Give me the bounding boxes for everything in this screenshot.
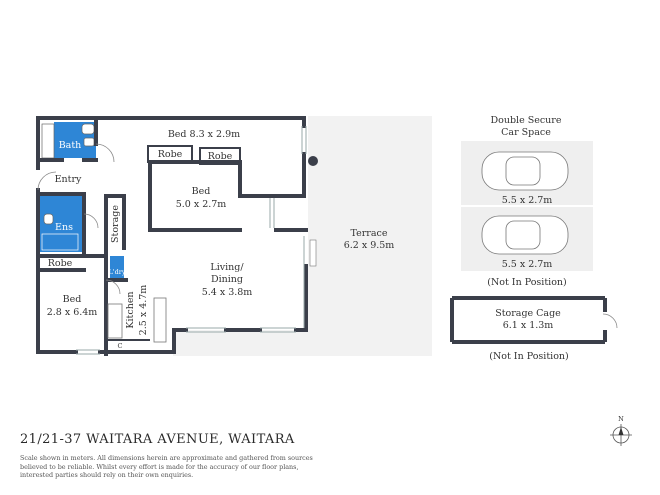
label-terrace-size: 6.2 x 9.5m [344,240,395,251]
compass-north-label: N [618,415,624,423]
label-laundry: L'dry [108,268,125,276]
disclaimer-text: Scale shown in meters. All dimensions he… [20,454,313,480]
label-kitchen-size: 2.5 x 4.7m [138,285,149,336]
property-address: 21/21-37 WAITARA AVENUE, WAITARA [20,432,295,447]
label-dining: Dining [211,274,243,285]
car-space-1-size: 5.5 x 2.7m [502,195,553,206]
label-kitchen-c: C [118,342,123,350]
ens-shower-icon [41,233,79,251]
kitchen-bench [107,303,123,339]
storage-cage-size: 6.1 x 1.3m [503,320,554,331]
label-storage: Storage [110,205,121,243]
storage-cage-note: (Not In Position) [489,351,569,362]
label-living: Living/ [210,262,244,273]
storage-cage-name: Storage Cage [495,308,561,319]
label-living-size: 5.4 x 3.8m [202,287,253,298]
parking-title-line2: Car Space [501,127,551,138]
parking-title-line1: Double Secure [491,115,562,126]
ens-toilet-icon [43,213,54,225]
toilet-icon [81,123,95,135]
terrace-area-lower [173,330,308,356]
label-bed2: Bed [192,186,211,197]
bathtub-icon [41,123,55,159]
label-terrace: Terrace [351,228,388,239]
terrace-area [308,116,432,356]
car-icon [481,151,569,191]
basin-icon [83,137,95,147]
inner-walls [108,145,241,341]
car-icon [481,215,569,255]
storage-cage-walls [450,296,607,344]
compass-icon [610,424,632,446]
label-entry: Entry [55,174,82,185]
label-robe2: Robe [208,151,233,162]
label-bed3: Bed [63,294,82,305]
terrace-post-marker [308,156,318,166]
car-space-2-size: 5.5 x 2.7m [502,259,553,270]
label-bed1: Bed 8.3 x 2.9m [168,129,240,140]
label-bed2-size: 5.0 x 2.7m [176,199,227,210]
windows [76,126,307,355]
kitchen-island [153,297,167,343]
terrace-door-marker [309,239,317,267]
label-robe3: Robe [48,258,73,269]
parking-note: (Not In Position) [487,277,567,288]
label-ens: Ens [55,222,73,233]
label-bed3-size: 2.8 x 6.4m [47,307,98,318]
label-kitchen: Kitchen [125,291,136,328]
door-swings [37,143,618,329]
label-bath: Bath [59,140,82,151]
walls [36,116,308,356]
label-robe1: Robe [158,149,183,160]
laundry-wet-area [110,256,124,278]
